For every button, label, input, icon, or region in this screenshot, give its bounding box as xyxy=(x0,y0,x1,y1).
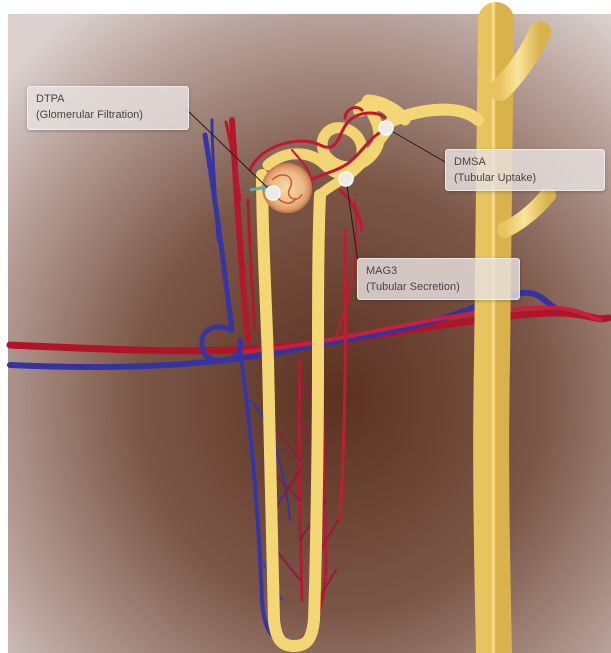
callout-description: (Tubular Secretion) xyxy=(366,279,511,295)
callout-description: (Tubular Uptake) xyxy=(454,170,596,186)
callout-dmsa[interactable]: DMSA (Tubular Uptake) xyxy=(445,149,605,191)
callout-title: DMSA xyxy=(454,154,596,170)
dmsa-marker-icon[interactable] xyxy=(379,121,393,135)
callout-title: MAG3 xyxy=(366,263,511,279)
dtpa-marker-icon[interactable] xyxy=(266,186,280,200)
callout-title: DTPA xyxy=(36,91,180,107)
callout-description: (Glomerular Filtration) xyxy=(36,107,180,123)
callout-mag3[interactable]: MAG3 (Tubular Secretion) xyxy=(357,258,520,300)
callout-dtpa[interactable]: DTPA (Glomerular Filtration) xyxy=(27,86,189,130)
mag3-marker-icon[interactable] xyxy=(339,172,353,186)
